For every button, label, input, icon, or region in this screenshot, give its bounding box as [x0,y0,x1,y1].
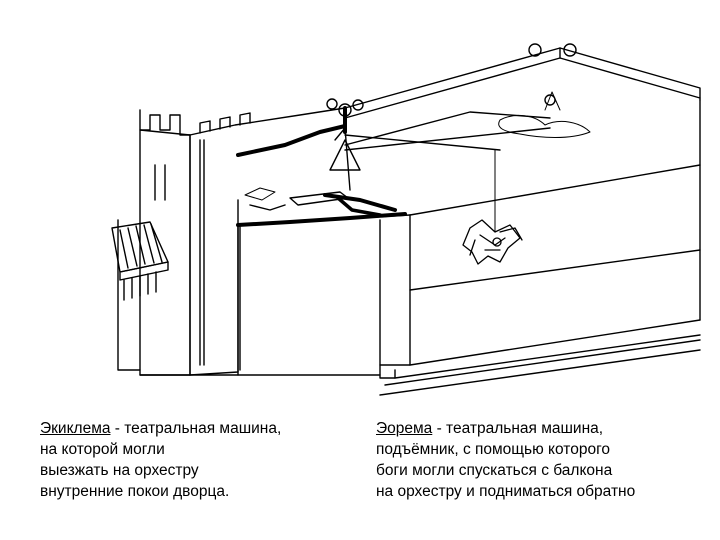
theatre-machines-illustration [111,43,701,396]
term-eorema: Эорема [376,420,433,437]
left-tower [117,109,191,376]
term-ekkyklema: Экиклема [40,420,111,437]
roof-clouds [498,91,591,138]
god-figure [462,219,523,265]
caption-eorema-line-4: на орхестру и подниматься обратно [376,483,636,500]
caption-ekkyklema: Экиклема - театральная машина, на которо… [40,418,281,502]
ekkyklema-platform [236,187,407,227]
caption-ekkyklema-line-1: Экиклема - театральная машина, [40,418,281,439]
caption-eorema: Эорема - театральная машина, подъёмник, … [376,418,635,502]
caption-eorema-line-3: боги могли спускаться с балкона [376,462,613,479]
caption-ekkyklema-line-3: выезжать на орхестру [40,462,199,479]
caption-eorema-line-1: Эорема - театральная машина, [376,418,635,439]
battlement-wall [189,107,346,136]
caption-ekkyklema-line-2: на которой могли [40,441,165,458]
stage-wall [189,134,411,376]
roof-right-wing [344,47,701,396]
caption-eorema-line-2: подъёмник, с помощью которого [376,441,611,458]
caption-eorema-definition: - театральная машина, [432,420,604,437]
caption-ekkyklema-definition: - театральная машина, [110,420,282,437]
eorema-crane [326,43,577,233]
caption-ekkyklema-line-4: внутренние покои дворца. [40,483,230,500]
porch [111,221,169,301]
